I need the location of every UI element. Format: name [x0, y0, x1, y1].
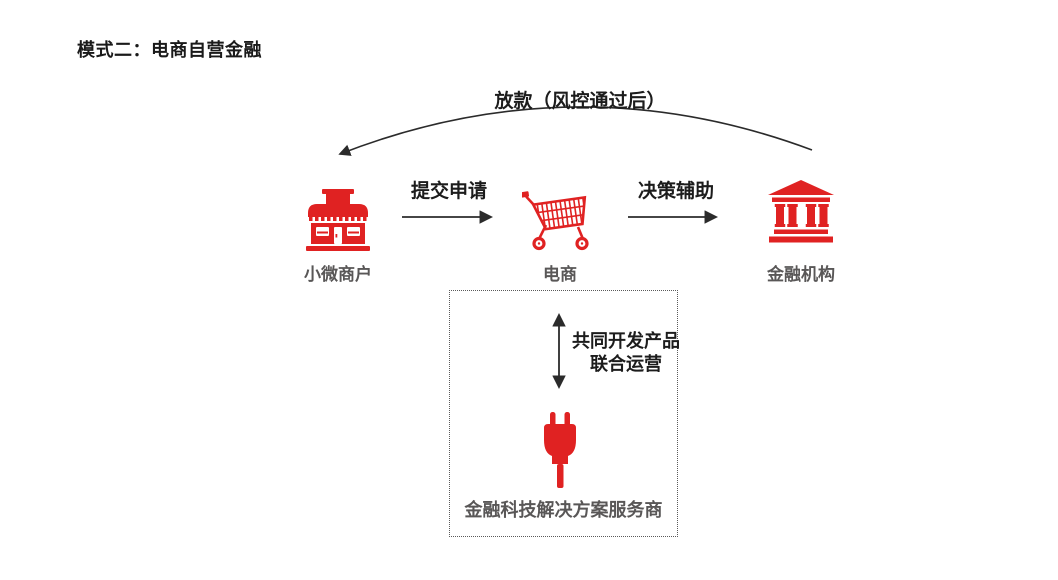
fintech-provider-dotted-box	[449, 290, 678, 537]
cooperation-label: 共同开发产品 联合运营	[569, 330, 683, 376]
merchant-label: 小微商户	[304, 265, 372, 284]
ecommerce-label: 电商	[543, 265, 577, 284]
loan-arc-label: 放款（风控通过后）	[494, 91, 666, 112]
loan-arc-arrow	[338, 106, 813, 156]
financial-institution-label: 金融机构	[767, 265, 835, 284]
page-title: 模式二：电商自营金融	[77, 40, 262, 60]
decision-support-label: 决策辅助	[637, 181, 714, 202]
shopping-cart-icon	[522, 185, 598, 251]
submit-application-label: 提交申请	[410, 181, 487, 202]
cooperation-label-line2: 联合运营	[590, 354, 662, 374]
bank-icon	[766, 180, 836, 243]
cooperation-label-line1: 共同开发产品	[572, 331, 680, 351]
storefront-icon	[302, 187, 374, 253]
plug-icon	[543, 412, 577, 490]
fintech-provider-label: 金融科技解决方案服务商	[464, 500, 663, 520]
